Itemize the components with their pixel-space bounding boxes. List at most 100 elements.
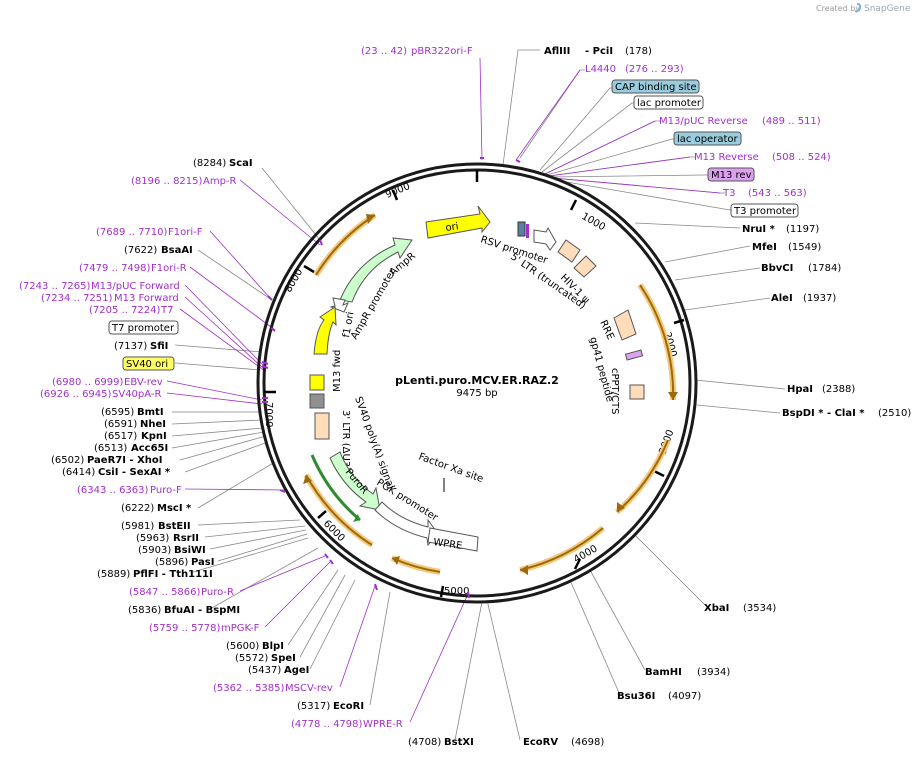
wpre-feature xyxy=(427,527,479,552)
cppt-label: cPPT/CTS xyxy=(609,368,620,414)
enzyme-label[interactable]: BbvCI xyxy=(761,263,793,274)
gp41-feature xyxy=(624,349,644,361)
primer-label[interactable]: MSCV-rev xyxy=(285,683,333,694)
enzyme-label[interactable]: BstEII xyxy=(158,521,191,532)
enzyme-label[interactable]: BsiWI xyxy=(174,545,206,556)
primer-range: (276 .. 293) xyxy=(625,64,684,75)
primer-range: (7205 .. 7224) xyxy=(89,305,161,316)
right-labels: AflIII - PciI (178) L4440 (276 .. 293) C… xyxy=(523,46,911,748)
primer-label[interactable]: EBV-rev xyxy=(124,377,163,388)
primer-label[interactable]: Amp-R xyxy=(203,176,237,187)
enzyme-label[interactable]: HpaI xyxy=(787,384,813,395)
enzyme-label[interactable]: SfiI xyxy=(150,341,168,352)
enzyme-label[interactable]: NheI xyxy=(140,419,166,430)
primer-range: (6343 .. 6363) xyxy=(77,485,149,496)
enzyme-label[interactable]: BstXI xyxy=(444,737,474,748)
enzyme-label[interactable]: MfeI xyxy=(752,242,777,253)
f1-ori-feature xyxy=(313,306,337,355)
primer-label[interactable]: M13/pUC Reverse xyxy=(659,116,748,127)
hiv-psi-feature xyxy=(573,255,597,278)
cap-binding-label: CAP binding site xyxy=(615,82,697,93)
primer-label[interactable]: L4440 xyxy=(585,64,616,75)
right-primer-lines xyxy=(479,57,721,194)
enzyme-label[interactable]: SpeI xyxy=(271,653,296,664)
enzyme-label-extra[interactable]: - PciI xyxy=(585,46,613,57)
enzyme-label[interactable]: PasI xyxy=(191,557,214,568)
primer-label[interactable]: mPGK-F xyxy=(221,623,260,634)
primer-label[interactable]: T7 xyxy=(160,305,173,316)
ltr3-feature xyxy=(314,412,330,440)
enzyme-label[interactable]: XbaI xyxy=(704,603,729,614)
enzyme-label[interactable]: BspDI * - ClaI * xyxy=(782,408,865,419)
primer-label[interactable]: M13/pUC Forward xyxy=(91,281,180,292)
enzyme-label[interactable]: CsiI - SexAI * xyxy=(98,467,171,478)
enzyme-position: (2510) xyxy=(878,408,911,419)
m13-rev-box[interactable] xyxy=(707,167,755,182)
enzyme-label[interactable]: BlpI xyxy=(262,641,284,652)
lac-operator-label: lac operator xyxy=(677,134,738,145)
primer-range: (543 .. 563) xyxy=(748,188,807,199)
enzyme-position: (6591) xyxy=(104,419,137,430)
t7-promoter-label: T7 promoter xyxy=(111,323,175,334)
pgk-promoter-feature xyxy=(374,501,439,547)
enzyme-position: (5600) xyxy=(226,641,259,652)
enzyme-label[interactable]: BfuAI - BspMI xyxy=(164,605,240,616)
enzyme-position: (6595) xyxy=(101,407,134,418)
enzyme-label[interactable]: BsaAI xyxy=(161,245,193,256)
primer-label[interactable]: T3 xyxy=(722,188,735,199)
primer-label[interactable]: M13 Reverse xyxy=(694,152,759,163)
cap-binding-box[interactable] xyxy=(611,79,700,94)
tick-label: 5000 xyxy=(444,586,469,597)
snapgene-logo-icon xyxy=(854,3,862,13)
primer-label[interactable]: WPRE-R xyxy=(363,719,403,730)
enzyme-position: (1549) xyxy=(788,242,821,253)
primer-label[interactable]: pBR322ori-F xyxy=(411,46,473,57)
enzyme-label[interactable]: EcoRV xyxy=(523,737,558,748)
enzyme-label[interactable]: MscI * xyxy=(157,503,192,514)
ltr3-label: 3' LTR (ΔU3) xyxy=(340,410,351,471)
enzyme-label[interactable]: AflIII xyxy=(544,46,570,57)
tick-label: 8000 xyxy=(283,267,305,295)
enzyme-label[interactable]: KpnI xyxy=(141,431,167,442)
enzyme-label[interactable]: RsrII xyxy=(173,533,199,544)
primer-range: (7243 .. 7265) xyxy=(19,281,91,292)
primer-label[interactable]: F1ori-F xyxy=(168,227,203,238)
plasmid-size: 9475 bp xyxy=(456,388,497,399)
enzyme-label[interactable]: PaeR7I - XhoI xyxy=(87,455,163,466)
primer-range: (6926 .. 6945) xyxy=(40,389,112,400)
t3-promoter-box[interactable] xyxy=(730,203,799,218)
primer-label[interactable]: F1ori-R xyxy=(151,263,187,274)
primer-label[interactable]: M13 Forward xyxy=(114,293,179,304)
sv40-ori-box[interactable] xyxy=(122,356,175,371)
enzyme-position: (2388) xyxy=(822,384,855,395)
ltr5-feature xyxy=(557,239,581,263)
primer-label[interactable]: Puro-R xyxy=(201,587,234,598)
enzyme-label[interactable]: BamHI xyxy=(645,667,682,678)
primer-marks xyxy=(261,157,521,599)
tick-label: 1000 xyxy=(580,211,608,233)
t7-promoter-box[interactable] xyxy=(108,320,179,335)
enzyme-label[interactable]: ScaI xyxy=(229,158,253,169)
enzyme-label[interactable]: AleI xyxy=(771,293,793,304)
enzyme-position: (7622) xyxy=(124,245,157,256)
enzyme-label[interactable]: PflFI - Tth111I xyxy=(133,569,213,580)
primer-label[interactable]: Puro-F xyxy=(150,485,182,496)
enzyme-position: (178) xyxy=(625,46,652,57)
snapgene-logo-text: SnapGene xyxy=(864,4,911,14)
left-leader-lines xyxy=(171,167,391,706)
enzyme-label[interactable]: BmtI xyxy=(137,407,164,418)
enzyme-label[interactable]: NruI * xyxy=(742,224,776,235)
primer-label[interactable]: SV40pA-R xyxy=(112,389,161,400)
enzyme-position: (6414) xyxy=(62,467,95,478)
enzyme-label[interactable]: EcoRI xyxy=(333,701,364,712)
lac-promoter-label: lac promoter xyxy=(637,98,702,109)
enzyme-label[interactable]: Acc65I xyxy=(131,443,168,454)
enzyme-label[interactable]: Bsu36I xyxy=(617,691,655,702)
enzyme-label[interactable]: AgeI xyxy=(284,665,309,676)
ampr-feature xyxy=(339,237,413,303)
primer-range: (8196 .. 8215) xyxy=(131,176,203,187)
sv40-ori-label: SV40 ori xyxy=(126,359,168,370)
lac-operator-box[interactable] xyxy=(673,131,742,146)
enzyme-position: (5896) xyxy=(155,557,188,568)
lac-promoter-box[interactable] xyxy=(633,95,704,110)
